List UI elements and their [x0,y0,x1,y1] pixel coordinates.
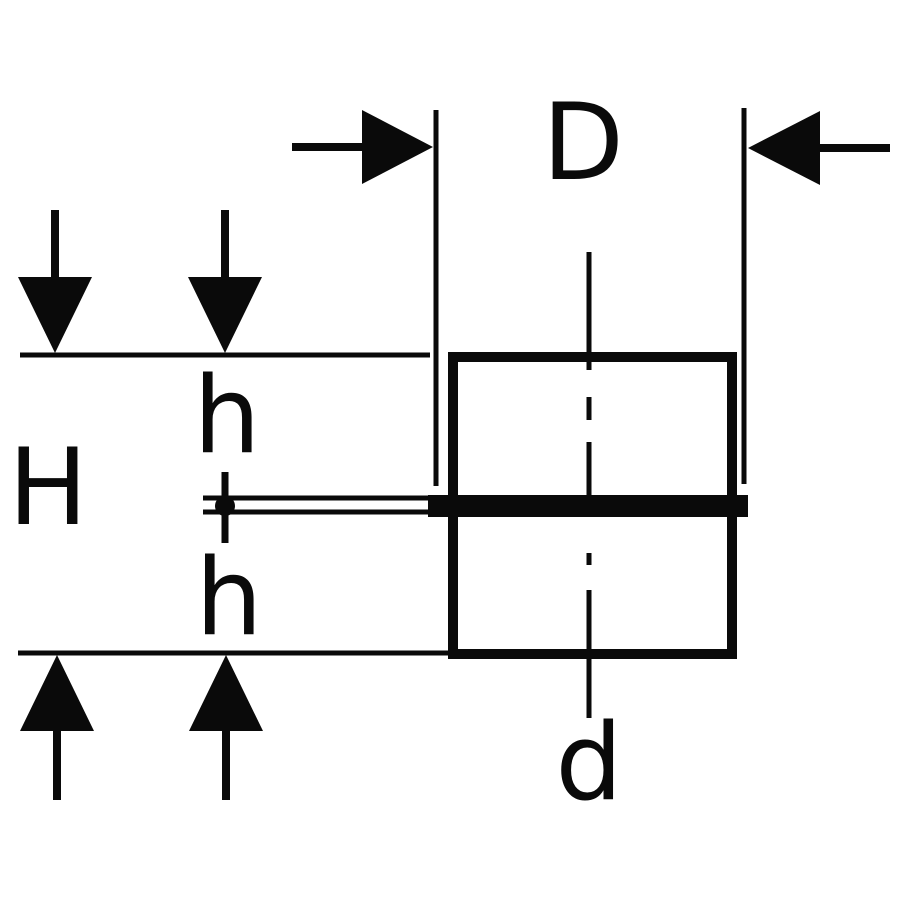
h-socket-up-arrow-head [189,655,263,731]
d-outer-left-arrow-head [748,111,820,185]
mid-dimension-dot [215,496,235,516]
label-inner-diameter: d [555,701,623,824]
label-upper-socket-depth: h [193,354,261,477]
label-lower-socket-depth: h [195,536,263,659]
label-overall-height: H [8,426,88,549]
h-total-up-arrow-head [20,655,94,731]
label-outer-diameter: D [542,81,624,204]
h-total-down-arrow-head [18,277,92,353]
h-socket-down-arrow-head [188,277,262,353]
center-stop-band [428,495,748,517]
d-outer-right-arrow-head [362,110,433,184]
